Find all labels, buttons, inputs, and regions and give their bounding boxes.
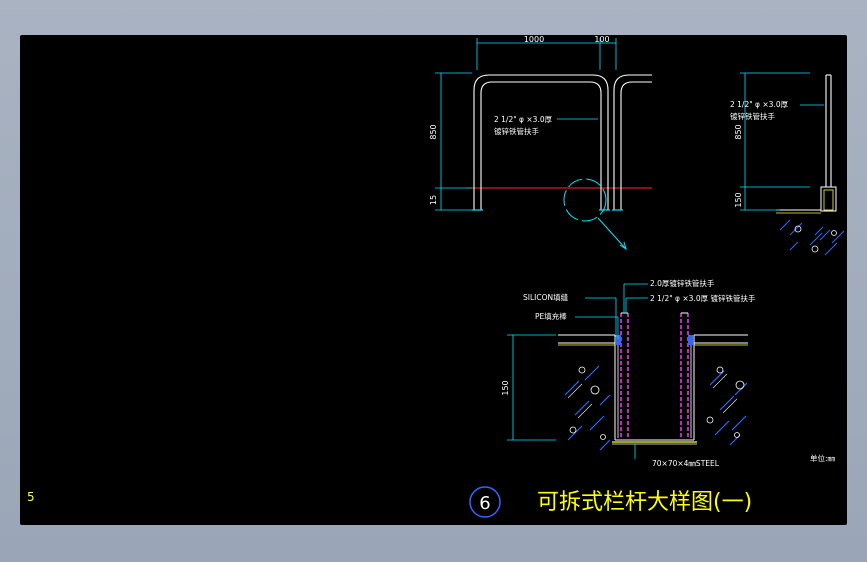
side-pipe-note-1: 2 1/2" φ ×3.0厚 (730, 100, 789, 109)
rail-loop2-inner (620, 81, 652, 210)
top-dim-850: 850 (429, 124, 438, 139)
cad-drawing-svg: 1000 100 850 15 2 1/2" φ ×3.0厚 镀锌铁管扶手 (27, 35, 845, 518)
detail-number: 6 (479, 493, 490, 514)
rail-loop-inner (480, 81, 602, 210)
rail-loop-outer (473, 74, 609, 210)
section-label-silicon: SILICON填缝 (523, 292, 569, 302)
drawing-title: 可拆式栏杆大样图(一) (537, 490, 752, 515)
section-label-pe: PE填充棒 (535, 311, 567, 321)
side-pipe-note-2: 镀锌铁管扶手 (730, 111, 775, 121)
detail-callout-circle (563, 178, 607, 222)
side-dim-850: 850 (734, 124, 743, 139)
top-dim-100: 100 (594, 35, 609, 44)
top-pipe-note-2: 镀锌铁管扶手 (494, 126, 539, 136)
rail-loop2-outer (613, 74, 652, 210)
section-label-steel: 70×70×4㎜STEEL (652, 459, 720, 468)
detail-number-circle (469, 486, 501, 518)
section-label-pipe: 2 1/2" φ ×3.0厚 镀锌铁管扶手 (650, 293, 756, 303)
unit-label: 单位:㎜ (810, 453, 836, 463)
top-dim-1000: 1000 (524, 35, 544, 44)
section-view: SILICON填缝 PE填充棒 2.0厚镀锌铁管扶手 2 1/2" φ ×3.0… (501, 278, 756, 468)
cad-drawing-canvas[interactable]: 1000 100 850 15 2 1/2" φ ×3.0厚 镀锌铁管扶手 (20, 35, 847, 525)
page-number: 5 (27, 490, 35, 504)
side-dim-150: 150 (734, 192, 743, 207)
top-dim-15: 15 (429, 195, 438, 205)
side-view: 850 150 2 1/2" φ ×3.0厚 镀锌铁管扶手 (730, 72, 845, 256)
section-label-sleeve: 2.0厚镀锌铁管扶手 (650, 278, 715, 288)
section-dim-150: 150 (501, 380, 510, 395)
top-pipe-note-1: 2 1/2" φ ×3.0厚 (494, 115, 553, 124)
top-view: 1000 100 850 15 2 1/2" φ ×3.0厚 镀锌铁管扶手 (429, 35, 652, 251)
